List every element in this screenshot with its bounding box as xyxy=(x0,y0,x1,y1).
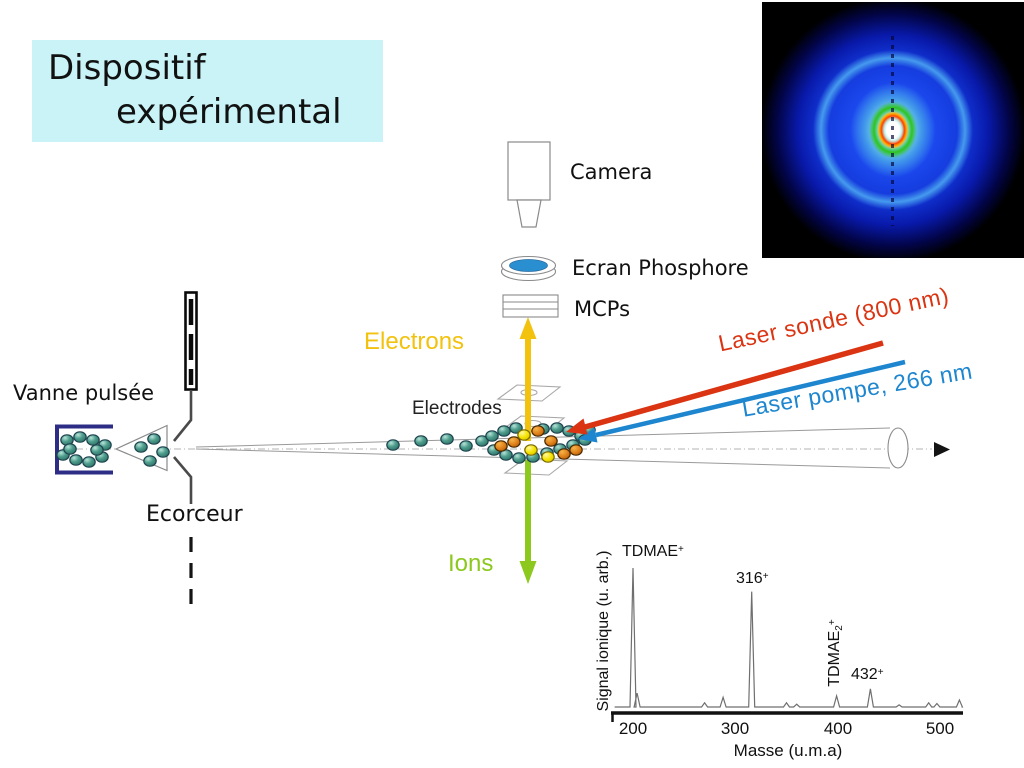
beam-direction-arrow xyxy=(934,442,950,457)
camera-label: Camera xyxy=(570,160,653,184)
skimmer-label: Ecorceur xyxy=(146,502,243,527)
camera xyxy=(507,141,551,228)
peak-label-base: 432 xyxy=(851,666,878,683)
molecule-dot xyxy=(73,431,87,443)
peak-label-sup: + xyxy=(877,667,884,678)
x-tick-400: 400 xyxy=(823,719,853,738)
ions-label: Ions xyxy=(448,550,494,577)
spectrum-x-axis-label: Masse (u.m.a) xyxy=(733,741,843,760)
peak-label-316: 316+ xyxy=(736,570,769,589)
molecule-dot xyxy=(497,425,511,437)
peak-label-432: 432+ xyxy=(851,666,884,685)
molecule-dot xyxy=(414,435,428,447)
title-line1: Dispositif xyxy=(48,48,206,88)
electrons-label: Electrons xyxy=(364,328,465,355)
mcp-label: MCPs xyxy=(574,297,631,321)
peak-label-base: TDMAE xyxy=(826,630,843,687)
spectrum-trace xyxy=(614,567,964,708)
molecule-dot xyxy=(143,455,157,467)
molecule-dot xyxy=(82,456,96,468)
peak-label-tdmae: TDMAE+ xyxy=(622,543,684,562)
x-tick-500: 500 xyxy=(925,719,955,738)
mcp-plates xyxy=(502,294,559,318)
molecule-dot xyxy=(90,444,104,456)
molecule-dot xyxy=(69,454,83,466)
molecule-dot xyxy=(541,451,555,463)
phosphor-screen-label: Ecran Phosphore xyxy=(572,256,749,280)
molecule-dot xyxy=(63,443,77,455)
phosphor-screen xyxy=(500,255,557,282)
molecule-dots xyxy=(56,422,596,468)
molecule-dot xyxy=(134,441,148,453)
peak-label-tdmae2: TDMAE2+ xyxy=(826,611,846,695)
x-tick-300: 300 xyxy=(720,719,750,738)
molecule-dot xyxy=(459,440,473,452)
ion-arrow xyxy=(519,460,537,584)
electrodes-label: Electrodes xyxy=(412,398,502,419)
spectrum-y-axis-label: Signal ionique (u. arb.) xyxy=(595,550,612,712)
peak-label-base: TDMAE xyxy=(622,543,678,560)
peak-label-sup: + xyxy=(678,544,684,555)
molecule-dot xyxy=(386,439,400,451)
molecule-dot xyxy=(531,425,545,437)
molecular-beam xyxy=(62,427,950,469)
molecule-dot xyxy=(517,429,531,441)
detector-stack xyxy=(500,141,559,318)
title-line2: expérimental xyxy=(116,92,342,132)
x-tick-200: 200 xyxy=(618,719,648,738)
molecule-dot xyxy=(544,435,558,447)
molecule-dot xyxy=(509,422,523,434)
mass-spectrum-plot xyxy=(611,567,964,722)
molecule-dot xyxy=(507,436,521,448)
molecule-dot xyxy=(494,440,508,452)
pulsed-valve-label: Vanne pulsée xyxy=(13,381,155,405)
molecule-dot xyxy=(86,434,100,446)
molecule-dot xyxy=(557,448,571,460)
peak-label-base: 316 xyxy=(736,570,763,587)
molecule-dot xyxy=(475,435,489,447)
slide-title-box: Dispositif expérimental xyxy=(32,40,383,142)
laser-pompe-arrow xyxy=(578,359,906,443)
molecule-dot xyxy=(440,433,454,445)
molecule-dot xyxy=(485,430,499,442)
skimmer xyxy=(172,291,198,607)
molecule-dot xyxy=(147,433,161,445)
peak-label-sup: + xyxy=(762,571,769,582)
molecule-dot xyxy=(569,444,583,456)
molecule-dot xyxy=(156,446,170,458)
laser-sonde-arrow xyxy=(566,340,884,435)
electron-arrow xyxy=(519,317,537,441)
peak-label-sup: + xyxy=(827,619,838,626)
molecule-dot xyxy=(524,444,538,456)
molecule-dot xyxy=(550,422,564,434)
peak-label-sub: 2 xyxy=(834,625,845,631)
molecule-dot xyxy=(512,452,526,464)
vmi-diffraction-image xyxy=(762,2,1024,258)
